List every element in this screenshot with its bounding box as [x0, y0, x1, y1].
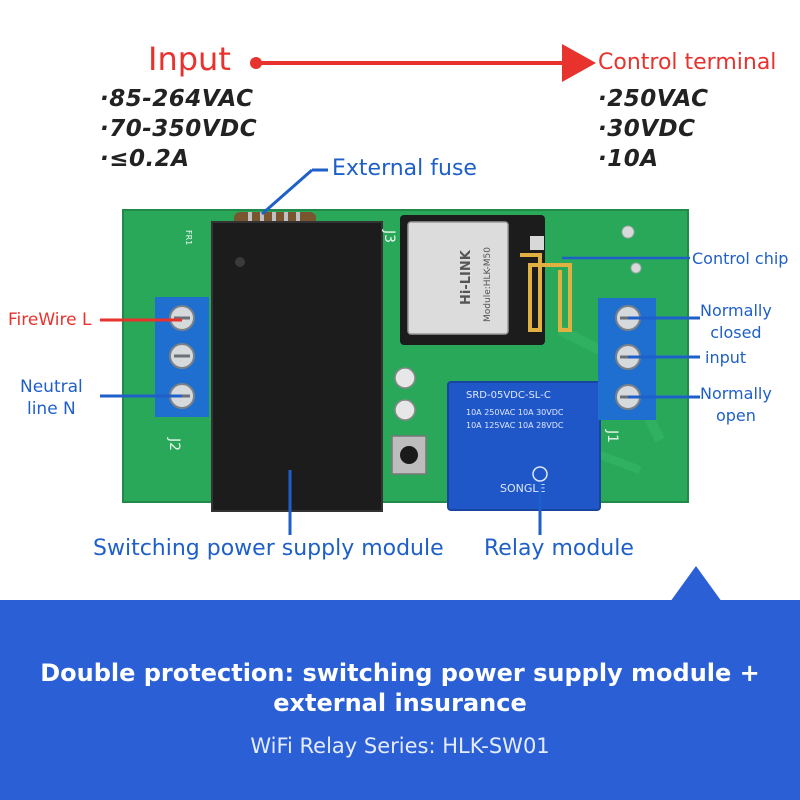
input-spec-1: ·85-264VAC: [100, 86, 254, 112]
control-spec-1: ·250VAC: [598, 86, 709, 112]
arrow-head-icon: [562, 44, 596, 82]
relay-board-illustration: FR1 J2 Hi-LINK Module:HLK-M50 J3 SRD-05V…: [100, 44, 700, 535]
wifi-chip-shield: [407, 221, 509, 335]
relay-module-block: [448, 382, 600, 510]
control-spec-2: ·30VDC: [598, 116, 696, 142]
bottom-banner: [0, 600, 800, 800]
firewire-label: FireWire L: [8, 310, 92, 330]
control-title: Control terminal: [598, 50, 777, 75]
relay-module-label: Relay module: [484, 536, 634, 561]
relay-brand-text: SONGLE: [500, 482, 546, 495]
relay-model-text: SRD-05VDC-SL-C: [466, 390, 551, 401]
silkscreen-j1: J1: [604, 429, 620, 443]
external-fuse-label: External fuse: [332, 156, 477, 181]
neutral-label: Neutral line N: [20, 377, 83, 419]
input-spec-2: ·70-350VDC: [100, 116, 258, 142]
input-label: input: [705, 348, 747, 367]
banner-title: Double protection: switching power suppl…: [40, 659, 760, 717]
banner-notch: [670, 566, 722, 602]
control-chip-label: Control chip: [692, 249, 789, 268]
silkscreen-j3: J3: [381, 229, 397, 243]
relay-rating-2: 10A 125VAC 10A 28VDC: [466, 421, 564, 430]
chip-model-text: Module:HLK-M50: [483, 247, 493, 322]
led-2: [394, 399, 416, 421]
psu-module-block: [212, 222, 382, 511]
normally-open-label: Normally open: [700, 384, 772, 425]
control-spec-3: ·10A: [598, 146, 659, 172]
psu-module-label: Switching power supply module: [93, 536, 444, 561]
led-1: [394, 367, 416, 389]
input-spec-3: ·≤0.2A: [100, 146, 190, 172]
normally-closed-label: Normally closed: [700, 301, 772, 342]
chip-brand-text: Hi-LINK: [459, 249, 474, 305]
wifi-antenna-trace: [520, 253, 572, 332]
silkscreen-j2: J2: [166, 437, 182, 451]
relay-rating-1: 10A 250VAC 10A 30VDC: [466, 408, 564, 417]
silkscreen-fr1: FR1: [184, 230, 193, 245]
input-title: Input: [148, 40, 231, 78]
fuse-leader: [261, 168, 313, 216]
banner-subtitle: WiFi Relay Series: HLK-SW01: [250, 734, 550, 758]
